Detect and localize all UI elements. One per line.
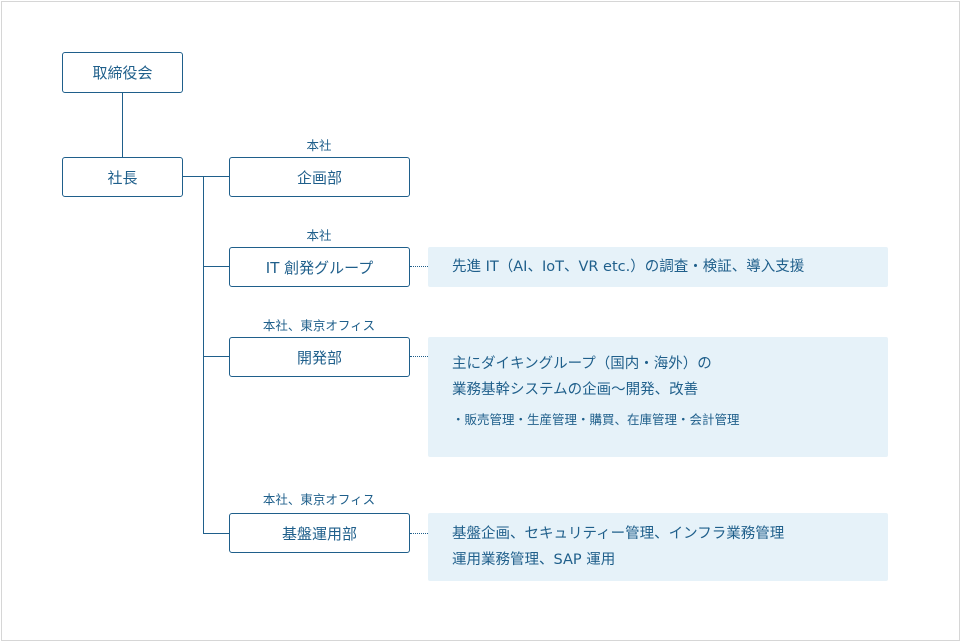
description-line: 基盤企画、セキュリティー管理、インフラ業務管理	[452, 526, 785, 542]
node-board: 取締役会	[62, 52, 183, 93]
node-development: 開発部	[229, 337, 410, 377]
connector-to-planning	[203, 176, 230, 177]
connector-to-development	[203, 356, 230, 357]
node-president: 社長	[62, 157, 183, 197]
connector-trunk-vertical	[203, 176, 204, 533]
node-planning: 企画部	[229, 157, 410, 197]
node-it-group: IT 創発グループ	[229, 247, 410, 287]
location-it-group: 本社	[306, 228, 332, 243]
connector-board-president	[122, 92, 123, 157]
description-it-group: 先進 IT（AI、IoT、VR etc.）の調査・検証、導入支援	[428, 247, 888, 287]
leader-infrastructure	[410, 533, 428, 534]
location-planning: 本社	[306, 138, 332, 153]
description-line: 主にダイキングループ（国内・海外）の	[452, 356, 712, 372]
description-line: 業務基幹システムの企画〜開発、改善	[452, 382, 699, 398]
node-infrastructure: 基盤運用部	[229, 513, 410, 553]
connector-to-it-group	[203, 266, 230, 267]
leader-development	[410, 356, 428, 357]
connector-president-trunk	[182, 176, 203, 177]
description-development: 主にダイキングループ（国内・海外）の 業務基幹システムの企画〜開発、改善 ・販売…	[428, 337, 888, 457]
leader-it-group	[410, 266, 428, 267]
location-infrastructure: 本社、東京オフィス	[262, 492, 376, 507]
location-development: 本社、東京オフィス	[262, 318, 376, 333]
description-infrastructure: 基盤企画、セキュリティー管理、インフラ業務管理 運用業務管理、SAP 運用	[428, 513, 888, 581]
connector-to-infrastructure	[203, 533, 230, 534]
description-note: ・販売管理・生産管理・購買、在庫管理・会計管理	[452, 412, 740, 427]
description-line: 先進 IT（AI、IoT、VR etc.）の調査・検証、導入支援	[452, 259, 805, 275]
description-line: 運用業務管理、SAP 運用	[452, 552, 616, 568]
